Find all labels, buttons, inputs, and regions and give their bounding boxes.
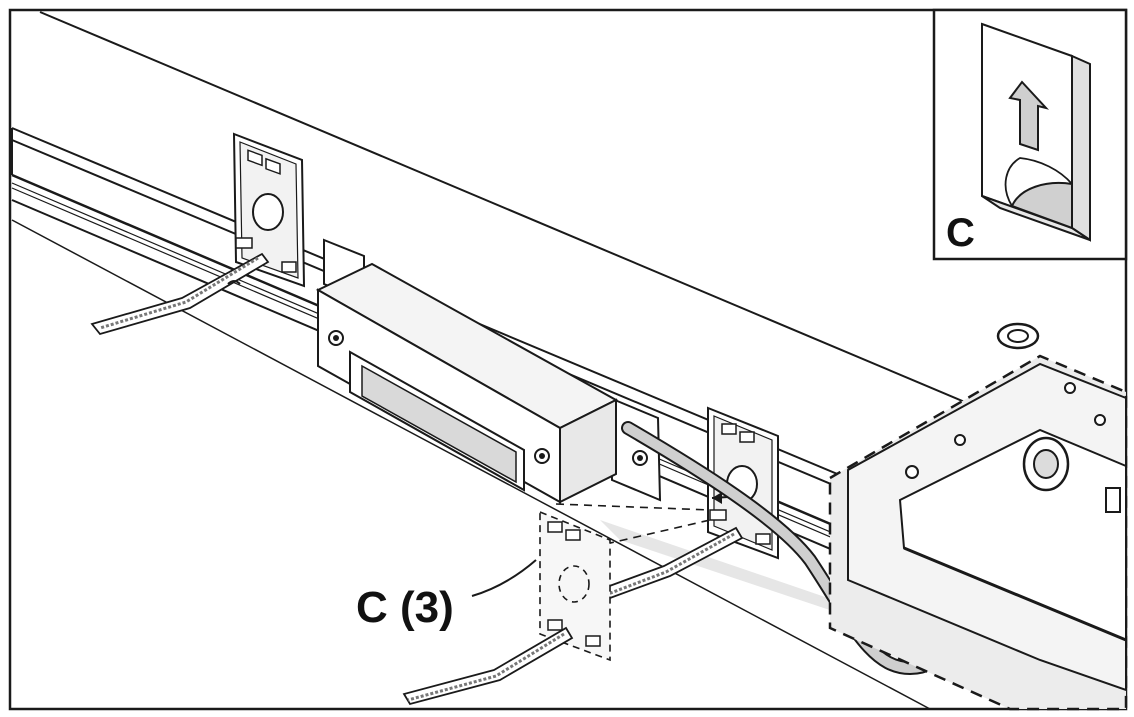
loose-grommet (996, 322, 1040, 350)
left-tape-strip (90, 252, 270, 336)
callout-leader (471, 559, 537, 597)
peel-up-arrow-icon (1008, 80, 1050, 152)
inset-label: C (946, 211, 975, 255)
callout-label: C (3) (356, 583, 454, 632)
left-screw-mark (227, 280, 241, 285)
inset-panel (932, 8, 1128, 261)
c3-tape-strip (402, 626, 574, 706)
adhesive-pad-c3 (539, 510, 611, 662)
left-mounting-bracket (232, 132, 306, 288)
frame-cutout (828, 354, 1128, 711)
electric-strike (315, 238, 662, 504)
dashed-placement-outline (555, 503, 711, 545)
